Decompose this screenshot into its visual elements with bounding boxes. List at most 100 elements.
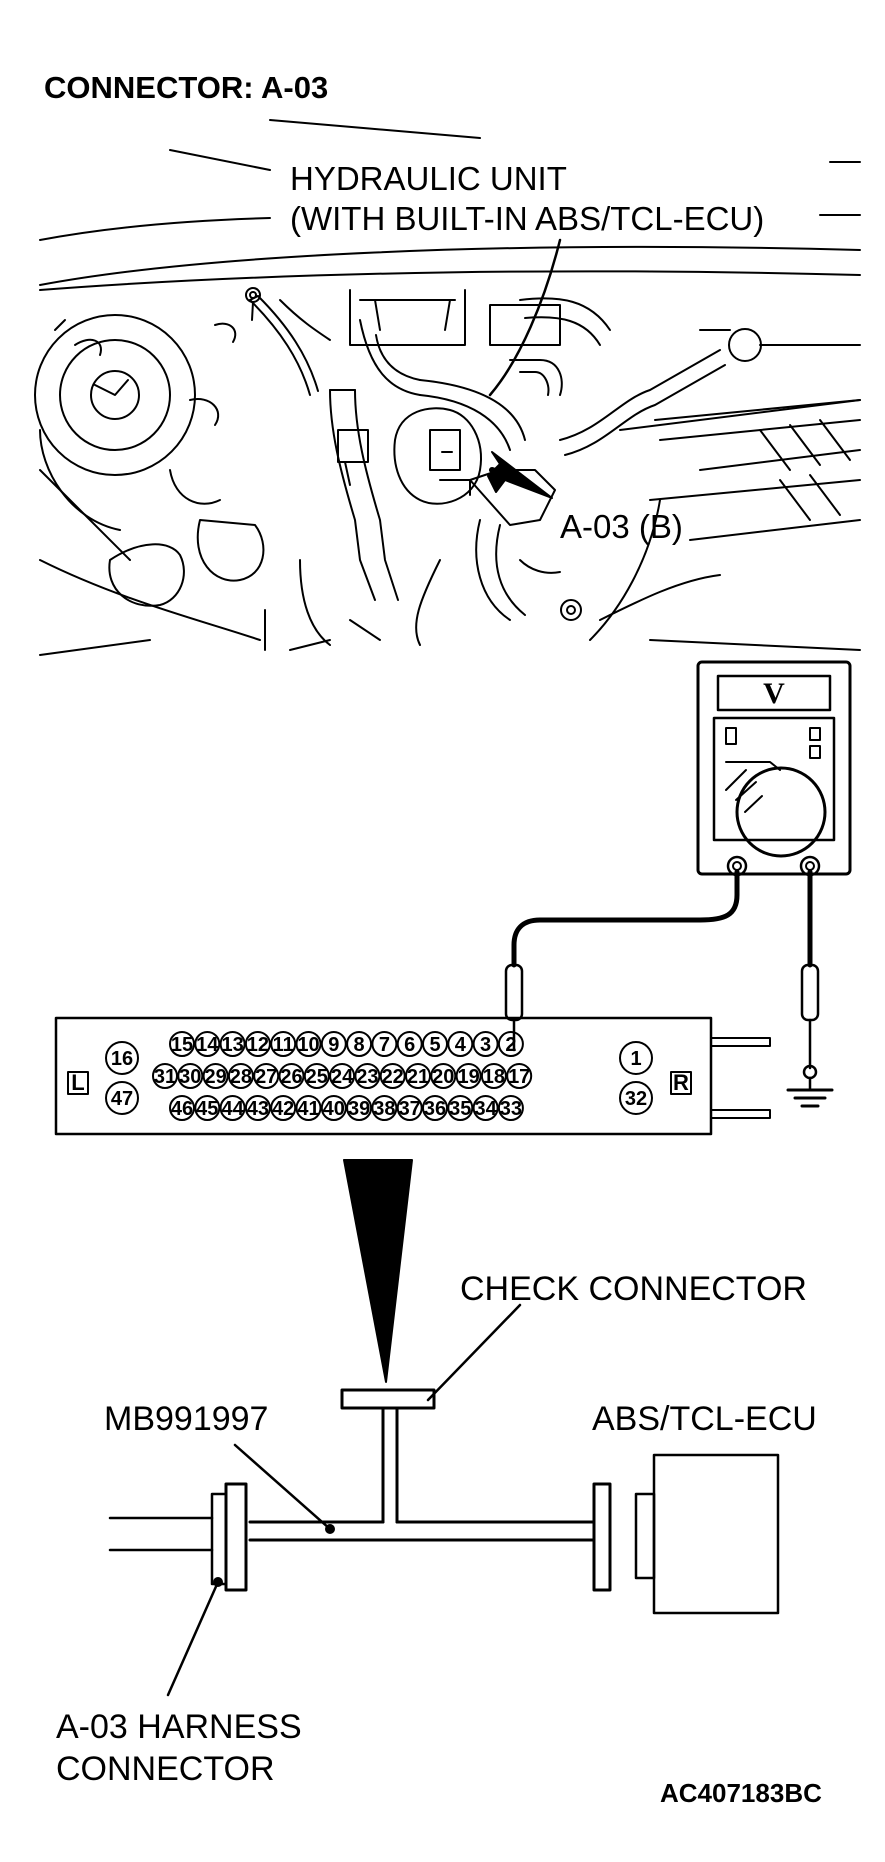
- pin-34-circle: [472, 1095, 499, 1121]
- check-connector-block: [340, 1388, 436, 1410]
- figure-id: AC407183BC: [660, 1778, 822, 1808]
- pin-30: 30: [179, 1066, 201, 1088]
- voltmeter-symbol: V: [763, 677, 785, 710]
- pin-22: 22: [382, 1066, 404, 1088]
- pin-47-circle: [105, 1081, 139, 1115]
- pin-33-circle: [497, 1095, 524, 1121]
- pin-1: 1: [630, 1048, 641, 1070]
- pin-36: 36: [424, 1098, 446, 1120]
- pin-2: 2: [505, 1034, 516, 1056]
- pin-27: 27: [255, 1066, 277, 1088]
- pin-8: 8: [354, 1034, 365, 1056]
- pin-13-circle: [219, 1031, 246, 1057]
- pin-6-circle: [396, 1031, 423, 1057]
- pin-4-circle: [447, 1031, 474, 1057]
- pin-39-circle: [346, 1095, 373, 1121]
- pin-5: 5: [429, 1034, 440, 1056]
- pin-27-circle: [253, 1063, 280, 1089]
- engine-bay-illustration: [34, 119, 861, 656]
- pin-36-circle: [422, 1095, 448, 1121]
- pin-38: 38: [373, 1098, 395, 1120]
- pin-4: 4: [455, 1034, 467, 1056]
- pin-12: 12: [247, 1034, 269, 1056]
- pin-6: 6: [404, 1034, 415, 1056]
- pin-45-circle: [194, 1095, 221, 1121]
- harness-connector-label-line1: A-03 HARNESS: [56, 1708, 302, 1746]
- connector-title: CONNECTOR: A-03: [44, 70, 329, 105]
- pin-28: 28: [230, 1066, 252, 1088]
- pin-20-circle: [430, 1063, 457, 1089]
- tool-label: MB991997: [104, 1400, 269, 1438]
- pin-47: 47: [111, 1088, 133, 1110]
- pin-44: 44: [221, 1098, 244, 1120]
- pin-21-circle: [405, 1063, 431, 1089]
- pin-31: 31: [154, 1066, 176, 1088]
- right-side-marker: R: [673, 1070, 689, 1095]
- pin-19: 19: [457, 1066, 479, 1088]
- pin-10: 10: [297, 1034, 319, 1056]
- probe-leads: [504, 869, 834, 1108]
- pin-26-circle: [278, 1063, 305, 1089]
- pin-9: 9: [328, 1034, 339, 1056]
- pin-37-circle: [396, 1095, 423, 1121]
- pin-9-circle: [320, 1031, 347, 1057]
- pin-32-circle: [619, 1081, 653, 1115]
- pin-1-circle: [619, 1041, 653, 1075]
- pin-23-circle: [354, 1063, 381, 1089]
- pin-37: 37: [399, 1098, 421, 1120]
- view-wedge: [343, 1159, 413, 1383]
- pin-24: 24: [331, 1066, 354, 1088]
- pin-31-circle: [152, 1063, 178, 1089]
- pin-39: 39: [348, 1098, 370, 1120]
- pin-41: 41: [297, 1098, 319, 1120]
- pin-40-circle: [320, 1095, 347, 1121]
- pin-35-circle: [447, 1095, 474, 1121]
- test-harness-schematic: [108, 1303, 780, 1697]
- pin-33: 33: [500, 1098, 522, 1120]
- pin-44-circle: [219, 1095, 246, 1121]
- pin-17: 17: [508, 1066, 530, 1088]
- pin-34: 34: [474, 1098, 497, 1120]
- pin-42-circle: [270, 1095, 297, 1121]
- pin-10-circle: [295, 1031, 322, 1057]
- pin-15-circle: [169, 1031, 195, 1057]
- pin-7-circle: [371, 1031, 398, 1057]
- hydraulic-unit-label-line2: (WITH BUILT-IN ABS/TCL-ECU): [290, 200, 765, 237]
- pin-3: 3: [480, 1034, 491, 1056]
- pin-20: 20: [432, 1066, 454, 1088]
- pin-46-circle: [169, 1095, 195, 1121]
- pin-41-circle: [295, 1095, 322, 1121]
- pin-15: 15: [171, 1034, 193, 1056]
- pin-32: 32: [625, 1088, 647, 1110]
- pin-14: 14: [196, 1034, 219, 1056]
- pin-43-circle: [244, 1095, 271, 1121]
- ecu-label: ABS/TCL-ECU: [592, 1400, 817, 1438]
- pin-5-circle: [422, 1031, 448, 1057]
- pin-43: 43: [247, 1098, 269, 1120]
- pin-16: 16: [111, 1048, 133, 1070]
- pin-17-circle: [506, 1063, 533, 1089]
- pin-25: 25: [306, 1066, 328, 1088]
- pin-7: 7: [379, 1034, 390, 1056]
- pin-25-circle: [303, 1063, 330, 1089]
- pin-24-circle: [329, 1063, 356, 1089]
- pin-29-circle: [202, 1063, 229, 1089]
- pin-38-circle: [371, 1095, 398, 1121]
- pin-11-circle: [270, 1031, 297, 1057]
- pin-18-circle: [480, 1063, 507, 1089]
- pin-29: 29: [204, 1066, 226, 1088]
- pin-13: 13: [221, 1034, 243, 1056]
- pin-2-circle: [497, 1031, 524, 1057]
- connector-location-label: A-03 (B): [560, 508, 683, 545]
- pin-28-circle: [227, 1063, 254, 1089]
- left-side-marker: L: [71, 1070, 84, 1095]
- hydraulic-unit-label-line1: HYDRAULIC UNIT: [290, 160, 567, 197]
- pin-35: 35: [449, 1098, 471, 1120]
- pin-45: 45: [196, 1098, 218, 1120]
- pin-3-circle: [472, 1031, 499, 1057]
- pin-22-circle: [379, 1063, 406, 1089]
- pin-46: 46: [171, 1098, 193, 1120]
- pin-8-circle: [346, 1031, 373, 1057]
